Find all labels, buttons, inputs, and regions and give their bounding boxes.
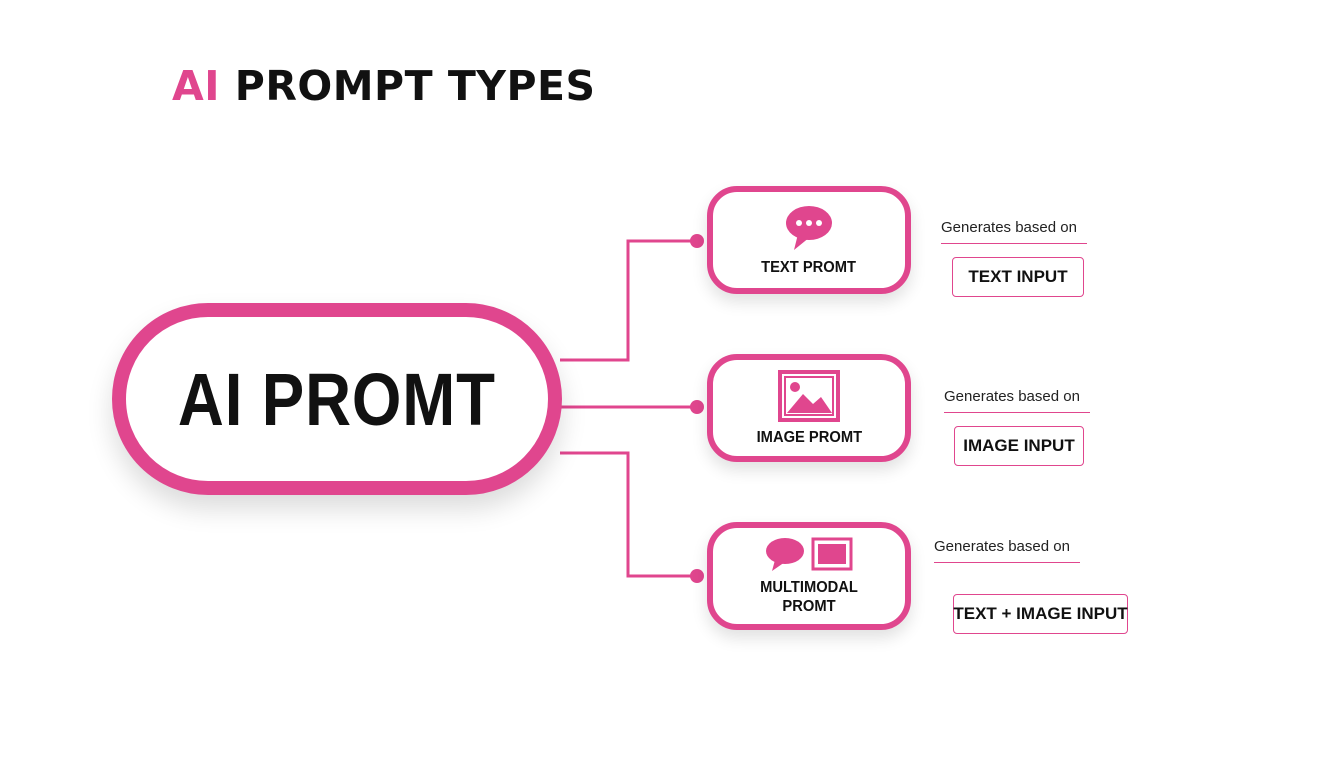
- connector-dot-multimodal: [690, 569, 704, 583]
- speech-bubble-icon: [766, 538, 804, 571]
- connector-dot-image: [690, 400, 704, 414]
- main-node-label: AI PROMT: [177, 357, 496, 441]
- main-node-ai-promt: AI PROMT: [112, 303, 562, 495]
- branch-text-promt: TEXT PROMT: [707, 186, 911, 294]
- description-image-promt: Generates based on: [944, 388, 1090, 413]
- input-box-text-image: TEXT + IMAGE INPUT: [953, 594, 1128, 634]
- image-frame-icon: [811, 537, 853, 571]
- input-box-text: TEXT INPUT: [952, 257, 1084, 297]
- diagram-title: AI PROMPT TYPES: [172, 62, 596, 110]
- description-text-promt: Generates based on: [941, 219, 1087, 244]
- title-rest: PROMPT TYPES: [220, 62, 596, 110]
- branch-image-promt: IMAGE PROMT: [707, 354, 911, 462]
- branch-label-text: TEXT PROMT: [761, 258, 857, 276]
- branch-label-multimodal: MULTIMODAL PROMT: [760, 579, 858, 615]
- speech-bubble-and-image-icon: [765, 536, 853, 572]
- title-accent: AI: [172, 62, 220, 110]
- input-box-image: IMAGE INPUT: [954, 426, 1084, 466]
- branch-label-image: IMAGE PROMT: [756, 428, 862, 446]
- connector-multimodal-promt: [560, 451, 697, 578]
- branch-multimodal-promt: MULTIMODAL PROMT: [707, 522, 911, 630]
- speech-bubble-icon: [784, 204, 834, 252]
- image-icon: [778, 369, 840, 422]
- description-multimodal-promt: Generates based on: [934, 538, 1080, 563]
- connector-dot-text: [690, 234, 704, 248]
- connector-text-promt: [560, 239, 697, 362]
